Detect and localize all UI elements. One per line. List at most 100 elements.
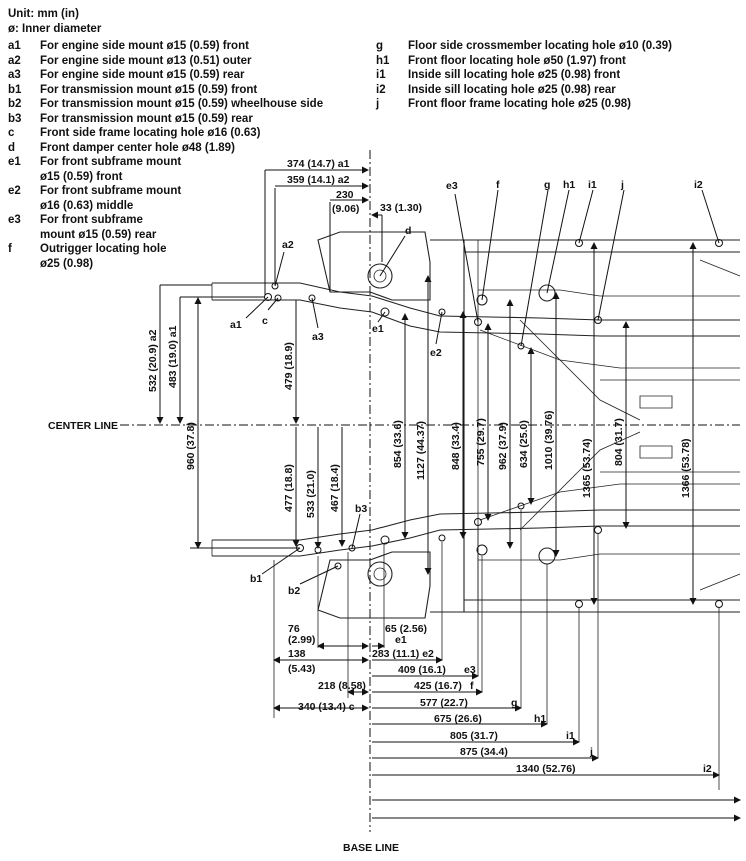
label-g: g: [544, 179, 550, 191]
dim-960: 960 (37.8): [185, 422, 197, 470]
dim-340: 340 (13.4) c: [298, 701, 355, 713]
legend-code: f: [8, 243, 12, 255]
legend_left-item-e1: e1 For front subframe mount ø15 (0.59) fr…: [8, 155, 348, 184]
label-d: d: [405, 225, 411, 237]
bottom-dimensions: 76 (2.99) 65 (2.56) e1 138 (5.43) 283 (1…: [273, 510, 741, 822]
legend-code: g: [376, 40, 384, 52]
dim-533: 533 (21.0): [305, 470, 317, 518]
dim-409: 409 (16.1): [398, 664, 446, 676]
legend-code: c: [8, 127, 15, 139]
label-e3: e3: [446, 180, 458, 192]
legend_left-item-d: d Front damper center hole ø48 (1.89): [8, 141, 348, 156]
dim-218: 218 (8.58): [318, 680, 366, 692]
dim-854: 854 (33.6): [392, 420, 404, 468]
dim-425-label: f: [470, 680, 474, 692]
dim-425: 425 (16.7): [414, 680, 462, 692]
vertical-dimensions-right: 854 (33.6) 1127 (44.37) 848 (33.4) 755 (…: [392, 242, 697, 605]
legend-text: Floor side crossmember locating hole ø10…: [408, 40, 672, 52]
legend-text: For engine side mount ø15 (0.59) rear: [40, 69, 245, 81]
legend-code: j: [376, 98, 380, 110]
legend-code: b1: [8, 83, 22, 96]
dim-65: 65 (2.56): [385, 623, 427, 635]
dim-1366: 1366 (53.78): [680, 438, 692, 498]
dim-65-label: e1: [395, 634, 407, 646]
base-line-label: BASE LINE: [343, 842, 399, 854]
legend-code: b3: [8, 112, 22, 125]
label-j: j: [620, 179, 624, 191]
unit-block: Unit: mm (in) ø: Inner diameter: [8, 7, 101, 36]
dim-1340: 1340 (52.76): [516, 763, 576, 775]
legend-code: e2: [8, 185, 21, 197]
legend_right-item-i2: i2 Inside sill locating hole ø25 (0.98) r…: [376, 83, 744, 98]
dim-477: 477 (18.8): [283, 464, 295, 512]
legend_left-item-b2: b2 For transmission mount ø15 (0.59) whee…: [8, 97, 348, 112]
dim-409-label: e3: [464, 664, 476, 676]
label-a3: a3: [312, 331, 324, 343]
legend-text: Front damper center hole ø48 (1.89): [40, 141, 235, 154]
legend_right-item-j: j Front floor frame locating hole ø25 (0.…: [376, 97, 744, 112]
legend-text: Front side frame locating hole ø16 (0.63…: [40, 127, 261, 139]
dim-1340-label: i2: [703, 763, 712, 775]
dim-138: 138: [288, 648, 306, 660]
unit-note: Unit: mm (in): [8, 8, 79, 20]
dim-2-99: (2.99): [288, 634, 315, 646]
dim-875-label: j: [589, 746, 593, 758]
legend-code: b2: [8, 98, 22, 110]
label-b3: b3: [355, 503, 367, 515]
legend-code: i2: [376, 83, 386, 96]
label-c: c: [262, 315, 268, 327]
label-i1: i1: [588, 179, 597, 191]
dim-483: 483 (19.0) a1: [167, 325, 179, 388]
dim-848: 848 (33.4): [450, 422, 462, 470]
dim-577-label: g: [511, 697, 517, 709]
label-f: f: [496, 179, 500, 191]
dim-675: 675 (26.6): [434, 713, 482, 725]
center-line-label: CENTER LINE: [48, 420, 118, 432]
legend-code: h1: [376, 54, 390, 67]
legend-text: Inside sill locating hole ø25 (0.98) fro…: [408, 69, 621, 81]
legend-code: a3: [8, 69, 21, 81]
dim-374: 374 (14.7) a1: [287, 158, 350, 170]
dim-359: 359 (14.1) a2: [287, 174, 350, 186]
legend-text: For front subframe mount ø15 (0.59) fron…: [40, 156, 182, 183]
dim-1010: 1010 (39.76): [543, 410, 555, 470]
legend-code: e1: [8, 156, 21, 168]
legend_left-item-a3: a3 For engine side mount ø15 (0.59) rear: [8, 68, 348, 83]
legend-code: e3: [8, 214, 21, 226]
dim-532: 532 (20.9) a2: [147, 329, 159, 392]
legend-code: d: [8, 141, 16, 154]
dim-675-label: h1: [534, 713, 546, 725]
label-e2: e2: [430, 347, 442, 359]
legend_left-item-b3: b3 For transmission mount ø15 (0.59) rear: [8, 112, 348, 127]
dim-1365: 1365 (53.74): [581, 438, 593, 498]
legend-text: For transmission mount ø15 (0.59) wheelh…: [40, 98, 324, 110]
point-labels: a1 a2 a3 b1 b2 b3 c d e1 e2 e3 f g h1 i1…: [230, 179, 720, 597]
legend-code: a1: [8, 40, 21, 52]
dim-1127: 1127 (44.37): [415, 421, 427, 480]
top-dimensions: 374 (14.7) a1 359 (14.1) a2 230 (9.06) 3…: [264, 158, 422, 295]
dim-283: 283 (11.1) e2: [372, 648, 434, 660]
dim-33: 33 (1.30): [380, 202, 422, 214]
dim-5-43: (5.43): [288, 663, 315, 675]
dim-577: 577 (22.7): [420, 697, 468, 709]
label-i2: i2: [694, 179, 703, 191]
legend-text: Front floor frame locating hole ø25 (0.9…: [408, 98, 632, 110]
dim-9-06: (9.06): [332, 203, 359, 215]
vertical-dimensions-left: 532 (20.9) a2 483 (19.0) a1 960 (37.8) 4…: [147, 284, 346, 549]
dim-962: 962 (37.9): [497, 422, 509, 470]
dim-755: 755 (29.7): [475, 418, 487, 466]
legend-text: Outrigger locating hole ø25 (0.98): [40, 243, 167, 270]
legend-text: For transmission mount ø15 (0.59) rear: [40, 112, 253, 125]
dim-479: 479 (18.9): [283, 342, 295, 390]
legend-text: Inside sill locating hole ø25 (0.98) rea…: [408, 83, 616, 96]
dim-230: 230: [336, 189, 354, 201]
